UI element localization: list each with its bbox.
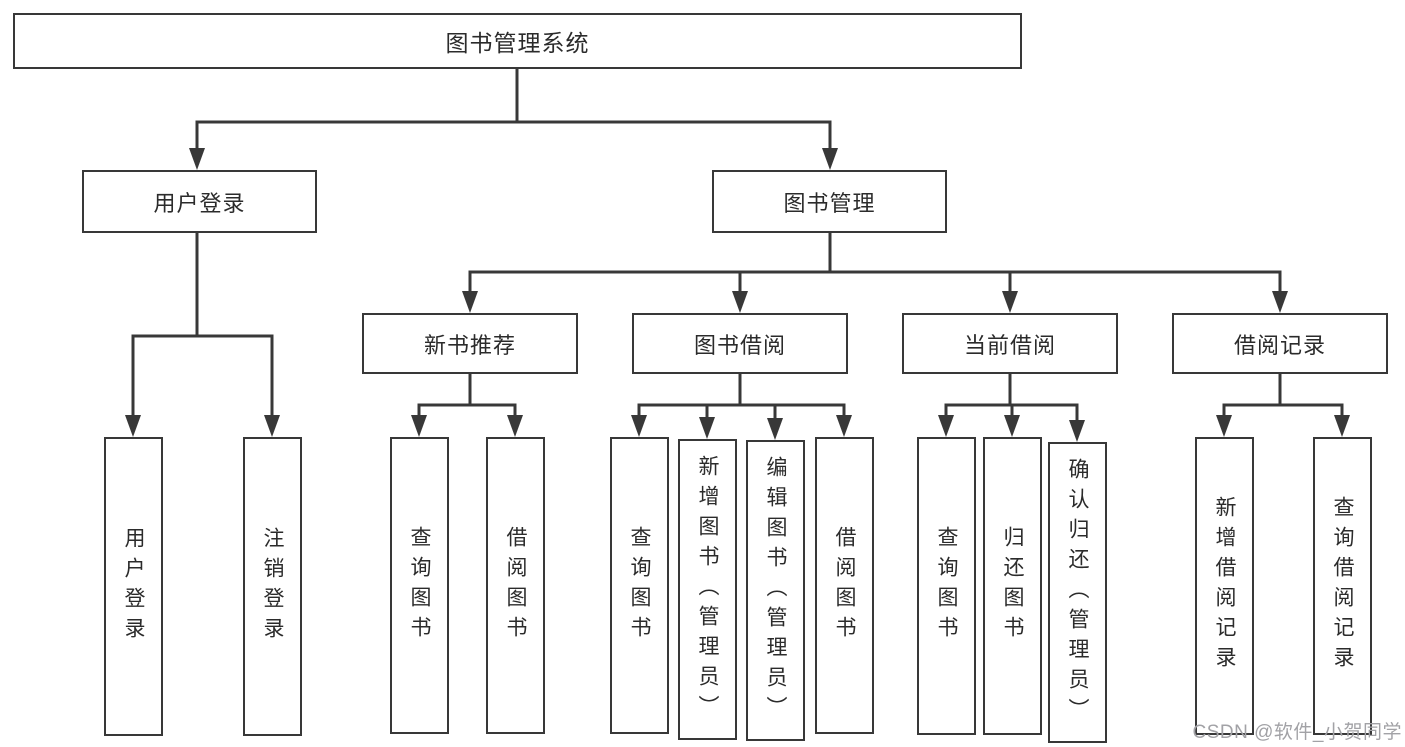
- leaf-borrow-books: 借阅图书: [815, 437, 874, 734]
- arrow-down-icon: [699, 417, 715, 439]
- node-label: 查询图书: [935, 526, 958, 646]
- node-label: 新增借阅记录: [1213, 496, 1236, 676]
- node-root-system: 图书管理系统: [13, 13, 1022, 69]
- node-label: 查询借阅记录: [1331, 496, 1354, 676]
- node-label: 新增图书（管理员）: [696, 454, 719, 725]
- node-label: 编辑图书（管理员）: [764, 455, 787, 726]
- node-borrowing-records: 借阅记录: [1172, 313, 1388, 374]
- connector-book-borrow-to-leaves: [631, 374, 852, 440]
- leaf-query-books-rec: 查询图书: [390, 437, 449, 734]
- node-label: 图书管理: [783, 190, 876, 216]
- node-label: 新书推荐: [423, 332, 516, 358]
- connector-root-to-level2: [189, 69, 838, 170]
- node-book-borrowing: 图书借阅: [632, 313, 848, 374]
- arrow-down-icon: [732, 291, 748, 313]
- leaf-return-books: 归还图书: [983, 437, 1042, 735]
- connector-current-borrow-to-leaves: [938, 374, 1085, 442]
- node-label: 当前借阅: [963, 332, 1056, 358]
- node-book-management: 图书管理: [712, 170, 947, 233]
- arrow-down-icon: [1069, 420, 1085, 442]
- node-label: 借阅图书: [504, 525, 527, 646]
- leaf-confirm-return-admin: 确认归还（管理员）: [1048, 442, 1107, 743]
- leaf-query-borrow-record: 查询借阅记录: [1313, 437, 1372, 735]
- arrow-down-icon: [1004, 415, 1020, 437]
- node-new-book-recommend: 新书推荐: [362, 313, 578, 374]
- arrow-down-icon: [1272, 291, 1288, 313]
- leaf-add-borrow-record: 新增借阅记录: [1195, 437, 1254, 735]
- leaf-query-books-current: 查询图书: [917, 437, 976, 735]
- node-label: 查询图书: [408, 525, 431, 646]
- connector-borrow-records-to-leaves: [1216, 374, 1350, 437]
- node-label: 归还图书: [1001, 526, 1024, 646]
- node-label: 确认归还（管理员）: [1066, 457, 1089, 728]
- leaf-borrow-books-rec: 借阅图书: [486, 437, 545, 734]
- arrow-down-icon: [631, 415, 647, 437]
- node-label: 借阅图书: [833, 525, 856, 646]
- node-user-login: 用户登录: [82, 170, 317, 233]
- arrow-down-icon: [1334, 415, 1350, 437]
- arrow-down-icon: [938, 415, 954, 437]
- leaf-edit-books-admin: 编辑图书（管理员）: [746, 440, 805, 741]
- arrow-down-icon: [411, 415, 427, 437]
- arrow-down-icon: [189, 148, 205, 170]
- node-label: 借阅记录: [1233, 332, 1326, 358]
- node-label: 图书管理系统: [445, 30, 590, 56]
- leaf-query-books-borrow: 查询图书: [610, 437, 669, 734]
- arrow-down-icon: [462, 291, 478, 313]
- leaf-add-books-admin: 新增图书（管理员）: [678, 439, 737, 740]
- node-label: 图书借阅: [693, 332, 786, 358]
- leaf-logout: 注销登录: [243, 437, 302, 736]
- csdn-watermark: CSDN @软件_小贺同学: [1192, 722, 1402, 743]
- connector-user-login-to-leaves: [125, 233, 280, 437]
- node-label: 用户登录: [122, 526, 145, 647]
- connector-book-mgmt-to-level3: [462, 233, 1288, 313]
- arrow-down-icon: [507, 415, 523, 437]
- node-label: 注销登录: [261, 526, 284, 647]
- node-label: 查询图书: [628, 525, 651, 646]
- arrow-down-icon: [1216, 415, 1232, 437]
- node-label: 用户登录: [153, 190, 246, 216]
- arrow-down-icon: [125, 415, 141, 437]
- node-current-borrowing: 当前借阅: [902, 313, 1118, 374]
- arrow-down-icon: [822, 148, 838, 170]
- leaf-user-login: 用户登录: [104, 437, 163, 736]
- arrow-down-icon: [1002, 291, 1018, 313]
- arrow-down-icon: [836, 415, 852, 437]
- connector-new-rec-to-leaves: [411, 374, 523, 437]
- arrow-down-icon: [767, 418, 783, 440]
- arrow-down-icon: [264, 415, 280, 437]
